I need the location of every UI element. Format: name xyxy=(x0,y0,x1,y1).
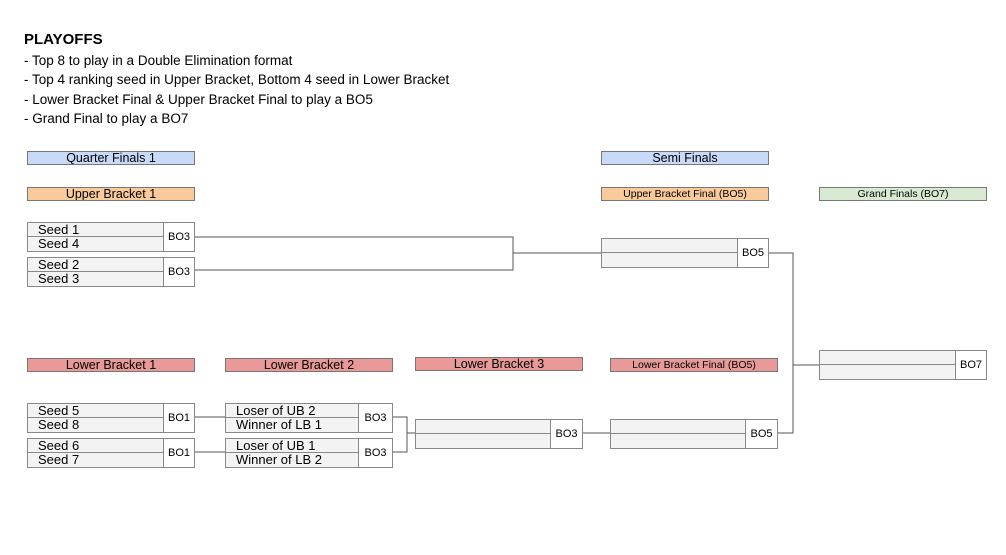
match-slot-bottom: Seed 7 xyxy=(38,453,80,467)
match-slot-bottom xyxy=(820,365,956,379)
match-slot-top: Loser of UB 2 xyxy=(226,404,359,418)
match-format: BO1 xyxy=(163,404,194,432)
match-slot-bottom: Seed 3 xyxy=(38,272,80,286)
lower-bracket-1-header: Lower Bracket 1 xyxy=(27,358,195,372)
match-format: BO3 xyxy=(358,439,392,467)
match-lb3: BO3 xyxy=(415,419,583,449)
connector-lb2-merge xyxy=(393,416,408,453)
grand-finals-header: Grand Finals (BO7) xyxy=(819,187,987,201)
match-upper-final: BO5 xyxy=(601,238,769,268)
match-ub1-a: Seed 1 Seed 4 BO3 xyxy=(27,222,195,252)
lower-bracket-2-header: Lower Bracket 2 xyxy=(225,358,393,372)
match-slot-bottom xyxy=(416,434,551,448)
match-slot-top: Seed 2 xyxy=(28,258,164,272)
match-slot-bottom: Winner of LB 2 xyxy=(236,453,322,467)
match-slot-top: Seed 1 xyxy=(28,223,164,237)
match-slot-top xyxy=(820,351,956,365)
upper-bracket-1-header: Upper Bracket 1 xyxy=(27,187,195,201)
match-lb2-a: Loser of UB 2 Winner of LB 1 BO3 xyxy=(225,403,393,433)
match-format: BO3 xyxy=(163,223,194,251)
semi-finals-header: Semi Finals xyxy=(601,151,769,165)
match-slot-top: Seed 5 xyxy=(28,404,164,418)
match-grand-final: BO7 xyxy=(819,350,987,380)
match-format: BO3 xyxy=(163,258,194,286)
match-ub1-b: Seed 2 Seed 3 BO3 xyxy=(27,257,195,287)
connector-ub1-merge xyxy=(195,236,514,271)
match-format: BO3 xyxy=(550,420,582,448)
match-slot-bottom xyxy=(611,434,746,448)
match-slot-top: Seed 6 xyxy=(28,439,164,453)
match-slot-top xyxy=(416,420,551,434)
match-slot-bottom xyxy=(602,253,738,267)
match-format: BO3 xyxy=(358,404,392,432)
match-lb1-a: Seed 5 Seed 8 BO1 xyxy=(27,403,195,433)
lower-bracket-final-header: Lower Bracket Final (BO5) xyxy=(610,358,778,372)
match-lower-final: BO5 xyxy=(610,419,778,449)
lower-bracket-3-header: Lower Bracket 3 xyxy=(415,357,583,371)
match-format: BO1 xyxy=(163,439,194,467)
match-format: BO7 xyxy=(955,351,986,379)
match-slot-bottom: Seed 4 xyxy=(38,237,80,251)
quarter-finals-header: Quarter Finals 1 xyxy=(27,151,195,165)
rule-line-2: - Top 4 ranking seed in Upper Bracket, B… xyxy=(24,72,450,87)
connector-ubf-lbf xyxy=(769,252,794,434)
match-lb1-b: Seed 6 Seed 7 BO1 xyxy=(27,438,195,468)
match-lb2-b: Loser of UB 1 Winner of LB 2 BO3 xyxy=(225,438,393,468)
match-slot-bottom: Winner of LB 1 xyxy=(236,418,322,432)
match-format: BO5 xyxy=(745,420,777,448)
rule-line-4: - Grand Final to play a BO7 xyxy=(24,111,189,126)
match-slot-top xyxy=(611,420,746,434)
rule-line-1: - Top 8 to play in a Double Elimination … xyxy=(24,53,293,68)
match-slot-bottom: Seed 8 xyxy=(38,418,80,432)
page-title: PLAYOFFS xyxy=(24,31,103,48)
rule-line-3: - Lower Bracket Final & Upper Bracket Fi… xyxy=(24,92,373,107)
match-format: BO5 xyxy=(737,239,768,267)
match-slot-top xyxy=(602,239,738,253)
upper-bracket-final-header: Upper Bracket Final (BO5) xyxy=(601,187,769,201)
match-slot-top: Loser of UB 1 xyxy=(226,439,359,453)
